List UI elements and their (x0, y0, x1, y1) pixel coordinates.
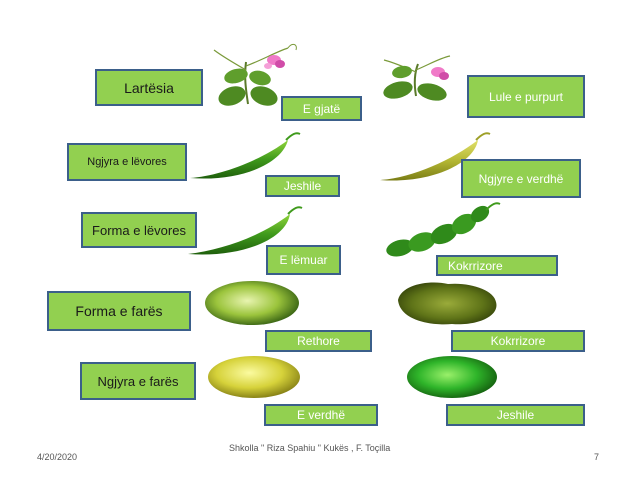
label-height: Lartësia (95, 69, 203, 106)
label-wrinkled-pod: Kokrrizore (436, 255, 558, 276)
label-smooth: E lëmuar (266, 245, 341, 275)
label-pod-shape: Forma e lëvores (81, 212, 197, 248)
label-green-pod: Jeshile (265, 175, 340, 197)
footer-date: 4/20/2020 (37, 452, 78, 462)
label-seed-color: Ngjyra e farës (80, 362, 196, 400)
wrinkled-seed-image (398, 282, 497, 325)
round-seed-image (205, 281, 299, 325)
purple-flower-plant-image (383, 55, 451, 101)
tall-plant-image (213, 43, 297, 106)
footer-page-number: 7 (594, 452, 600, 462)
label-round: Rethore (265, 330, 372, 352)
label-purple-flower: Lule e purpurt (467, 75, 585, 118)
footer-credit: Shkolla " Riza Spahiu " Kukës , F. Toçil… (229, 443, 391, 453)
label-seed-shape: Forma e farës (47, 291, 191, 331)
label-green-seed: Jeshile (446, 404, 585, 426)
smooth-pod-image (188, 206, 303, 255)
wrinkled-pod-image (386, 202, 501, 257)
green-seed-image (407, 356, 497, 398)
yellow-pod-image (380, 132, 491, 181)
green-pod-image (190, 132, 301, 179)
label-tall: E gjatë (281, 96, 362, 121)
label-pod-color: Ngjyra e lëvores (67, 143, 187, 181)
label-yellow-pod: Ngjyre e verdhë (461, 159, 581, 198)
label-wrinkled-seed: Kokrrizore (451, 330, 585, 352)
yellow-seed-image (208, 356, 300, 398)
label-yellow-seed: E verdhë (264, 404, 378, 426)
